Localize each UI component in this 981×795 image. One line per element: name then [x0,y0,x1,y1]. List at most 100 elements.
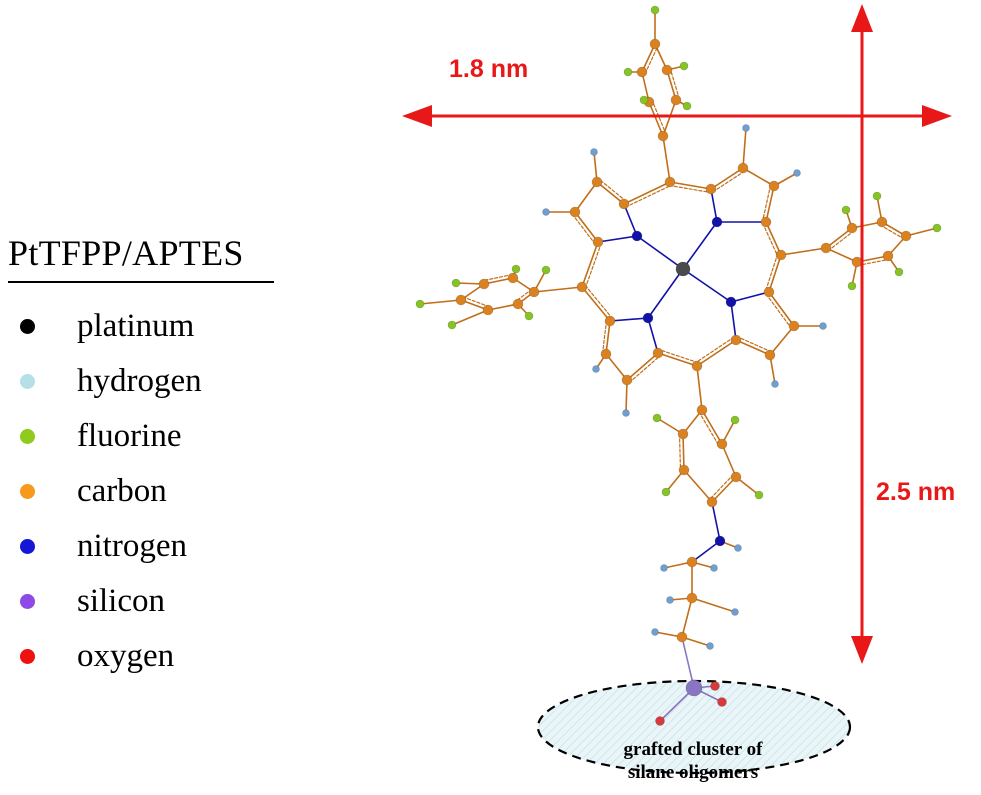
hydrogen-atom [793,169,801,177]
carbon-atom [788,320,800,332]
bond [721,443,737,478]
nitrogen-atom [714,535,726,547]
bond [825,227,853,249]
carbon-atom [730,471,742,483]
silicon-atom [685,679,703,697]
bond [682,221,718,270]
bond [730,301,737,341]
fluorine-dot [20,428,35,444]
hydrogen-atom [592,365,600,373]
nitrogen-atom [642,312,654,324]
dimension-arrows [402,4,952,664]
legend-item-fluorine: fluorine [20,416,181,456]
bond [636,235,684,270]
fluorine-atom [932,223,942,233]
carbon-atom [764,349,776,361]
carbon-atom [876,216,888,228]
fluorine-atom [451,278,461,288]
legend-label: platinum [77,307,195,344]
bond [641,71,650,103]
carbon-atom [768,180,780,192]
bond [657,352,698,367]
bond [647,268,684,319]
fluorine-atom [841,205,851,215]
carbon-atom [576,281,588,293]
bond [780,247,827,256]
hydrogen-atom [590,148,598,156]
bond [597,235,638,243]
legend-title: PtTFPP/APTES [8,233,244,273]
carbon-atom [678,464,690,476]
carbon-atom [649,38,661,50]
aromatic-bond [658,349,699,364]
carbon-atom [661,64,673,76]
legend-label: oxygen [77,637,175,674]
aromatic-bond [765,253,779,292]
aromatic-bond [584,284,614,320]
bond [623,203,638,237]
aromatic-bond [624,184,673,208]
carbon-atom [636,66,648,78]
bond [710,188,718,223]
fluorine-atom [524,311,534,321]
nitrogen-atom [725,296,737,308]
carbon-atom [760,216,772,228]
aromatic-bond [827,230,855,252]
carbon-atom [730,334,742,346]
oxygen-atom [655,716,665,726]
aromatic-bond [628,355,661,384]
aromatic-bond [571,213,596,245]
carbon-atom [569,206,581,218]
bond [609,317,649,322]
carbon-atom [455,294,467,306]
legend-item-silicon: silicon [20,581,165,621]
fluorine-atom [682,101,692,111]
height-dimension-label: 2.5 nm [876,478,956,506]
carbon-atom [882,250,894,262]
bond [765,221,782,256]
legend-label: carbon [77,472,167,509]
height-arrow-bottom-head [851,636,873,664]
carbon-atom [652,347,664,359]
height-arrow-top-head [851,4,873,32]
bond [605,320,611,355]
legend-item-hydrogen: hydrogen [20,361,202,401]
legend-item-oxygen: oxygen [20,636,174,676]
bond [711,476,737,503]
carbon-atom [604,315,616,327]
hydrogen-atom [706,642,714,650]
carbon-atom [657,130,669,142]
bond [574,181,598,213]
aromatic-bond [669,68,680,100]
bond [683,469,713,503]
bond [681,597,693,638]
carbon-atom [664,176,676,188]
bond [451,309,489,326]
aromatic-bond [651,100,667,136]
legend-item-carbon: carbon [20,471,167,511]
aromatic-bond [584,242,602,289]
carbon-atom [478,278,490,290]
bond [626,352,659,381]
carbon-atom [763,286,775,298]
bond [648,101,664,137]
carbon-dot [20,483,35,499]
bond [656,417,684,435]
bond [851,221,883,229]
bond [419,299,462,305]
aromatic-bond [762,222,779,258]
aromatic-dash-group [461,44,905,501]
bond [696,365,703,411]
bond [730,291,770,303]
bond [696,339,737,367]
hydrogen-dot [20,373,35,389]
bond [669,181,712,190]
hydrogen-atom [771,380,779,388]
aromatic-bond [678,433,682,471]
hydrogen-atom [542,208,550,216]
platinum-dot [20,318,35,334]
width-dimension-label: 1.8 nm [449,55,529,83]
oxygen-dot [20,648,35,664]
